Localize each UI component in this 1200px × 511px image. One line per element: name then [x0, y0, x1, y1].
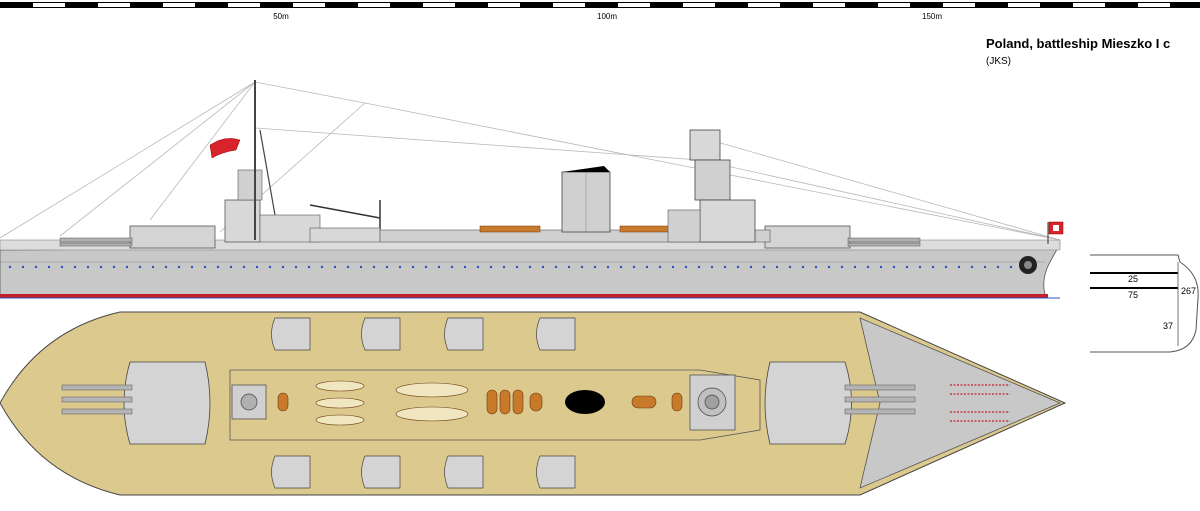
funnel — [561, 166, 611, 233]
midship-section: 25 75 267 37 — [1090, 254, 1199, 353]
plan-towers — [231, 374, 736, 431]
aft-superstructure — [224, 80, 321, 243]
boat-crane — [309, 200, 381, 243]
portholes — [8, 265, 1026, 269]
scale-label-100m: 100m — [596, 12, 618, 21]
drawing-title: Poland, battleship Mieszko I c — [986, 36, 1171, 51]
plan-turret-aft — [61, 361, 211, 445]
turret-fwd-a — [764, 225, 921, 249]
drawing-author: (JKS) — [986, 56, 1011, 67]
jack-flag-icon — [1047, 221, 1064, 244]
plan-funnel-cap — [565, 390, 605, 414]
rigging-lines — [0, 81, 1061, 241]
turret-aft-b — [59, 225, 216, 249]
ensign-flag-icon — [209, 138, 241, 159]
boot-topping — [0, 294, 1048, 298]
side-profile — [0, 80, 1064, 299]
superstructure-outline — [229, 369, 761, 441]
scale-label-150m: 150m — [921, 12, 943, 21]
scale-label-50m: 50m — [273, 12, 289, 21]
plan-view — [0, 311, 1067, 496]
forecastle-plating — [859, 317, 1062, 489]
plan-boats — [277, 380, 683, 426]
forward-tower — [667, 129, 756, 243]
plan-turret-fwd — [764, 361, 916, 445]
section-label-25: 25 — [1128, 274, 1138, 284]
scale-bar — [0, 0, 1200, 10]
crest-icon — [1019, 256, 1037, 274]
section-label-75: 75 — [1128, 290, 1138, 300]
hull-side — [0, 243, 1061, 299]
secondary-turrets — [271, 317, 576, 489]
anchor-chains — [950, 384, 1010, 422]
section-label-267: 267 — [1181, 286, 1196, 296]
section-label-37: 37 — [1163, 321, 1173, 331]
